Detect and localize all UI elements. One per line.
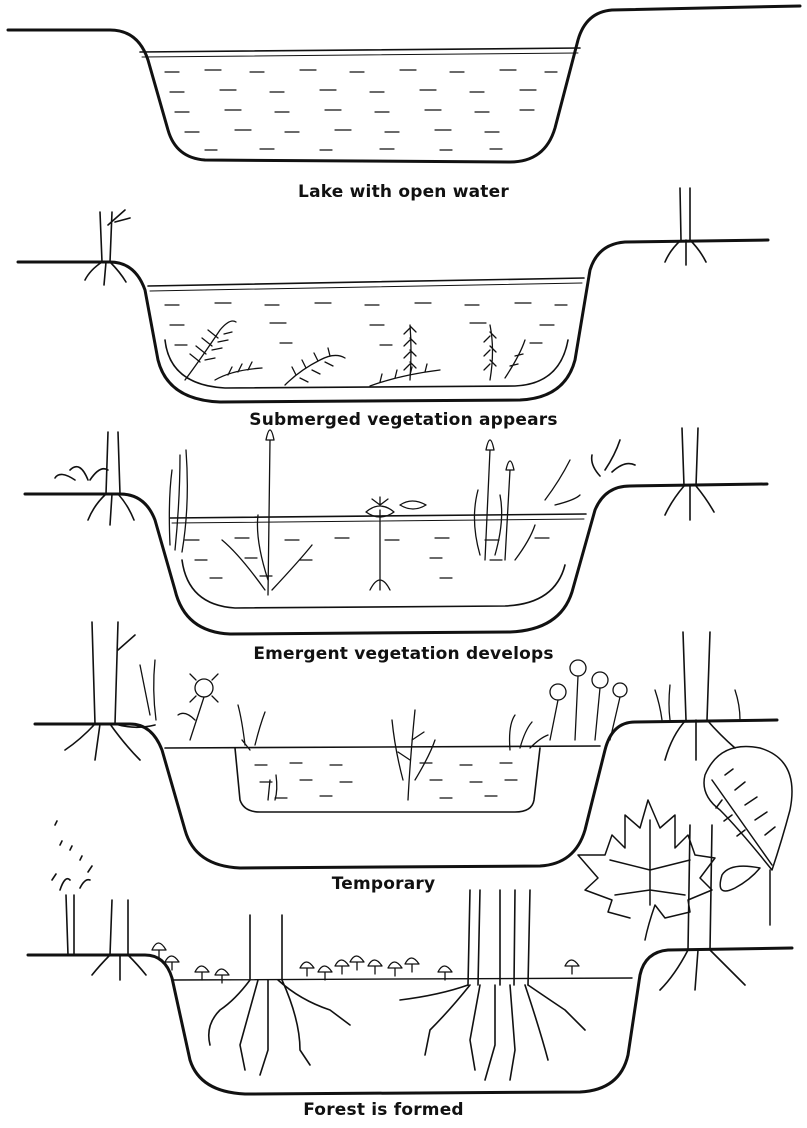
bank-tree-icon xyxy=(85,188,706,285)
emergent-plant-icon xyxy=(238,705,548,800)
bank-tree-icon xyxy=(55,428,714,525)
stage-3-emergent xyxy=(25,428,767,634)
caption-stage-2: Submerged vegetation appears xyxy=(0,410,807,430)
caption-stage-1: Lake with open water xyxy=(0,182,807,202)
caption-stage-3: Emergent vegetation develops xyxy=(0,644,807,664)
water-dashes-1 xyxy=(165,70,557,150)
stage-5-forest xyxy=(28,821,792,1094)
submerged-plant-icon xyxy=(185,321,525,386)
caption-stage-4: Temporary xyxy=(0,874,787,894)
emergent-plant-icon xyxy=(169,430,580,595)
water-dashes-4 xyxy=(255,763,517,798)
maple-leaf-icon xyxy=(578,800,715,940)
shore-flower-icon xyxy=(140,660,740,740)
birch-leaf-icon xyxy=(704,747,792,925)
forest-tree-icon xyxy=(209,890,585,1080)
bank-tree-icon xyxy=(65,622,735,760)
stage-2-submerged xyxy=(18,188,768,402)
stage-1-open-lake xyxy=(8,6,800,162)
caption-stage-5: Forest is formed xyxy=(0,1100,787,1120)
